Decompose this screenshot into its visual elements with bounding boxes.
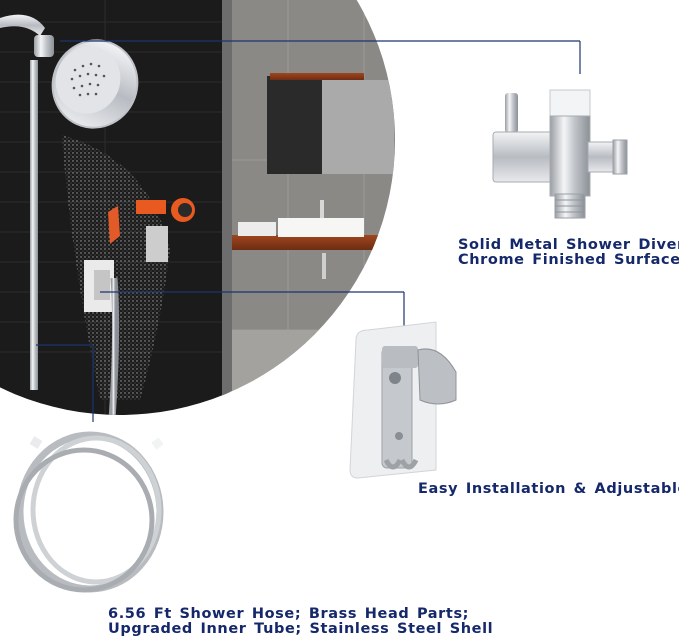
holder-caption-line-1: Easy Installation & Adjustable bbox=[418, 481, 679, 497]
diverter-product-image bbox=[492, 89, 628, 219]
hose-caption-line-1: 6.56 Ft Shower Hose; Brass Head Parts; bbox=[108, 606, 470, 622]
diverter-installed bbox=[34, 35, 54, 57]
shower-hose-vertical bbox=[30, 60, 38, 390]
diverter-caption-line-2: Chrome Finished Surface bbox=[458, 252, 679, 268]
diverter-caption-line-1: Solid Metal Shower Diverter bbox=[458, 237, 679, 253]
orange-filter bbox=[136, 200, 166, 214]
diverter-caption: Solid Metal Shower Diverter Chrome Finis… bbox=[458, 238, 679, 268]
hose-product-image bbox=[13, 431, 164, 593]
hose-caption-line-2: Upgraded Inner Tube; Stainless Steel She… bbox=[108, 621, 494, 637]
mirror-cabinet bbox=[267, 76, 322, 174]
leader-lines bbox=[36, 40, 581, 422]
hose-caption: 6.56 Ft Shower Hose; Brass Head Parts; U… bbox=[108, 607, 493, 637]
holder-product-image bbox=[349, 321, 457, 479]
vanity-light bbox=[270, 73, 364, 80]
holder-caption: Easy Installation & Adjustable bbox=[418, 482, 679, 497]
shower-arm bbox=[0, 14, 45, 36]
wood-shelf bbox=[232, 235, 382, 250]
vessel-sink bbox=[278, 218, 364, 237]
